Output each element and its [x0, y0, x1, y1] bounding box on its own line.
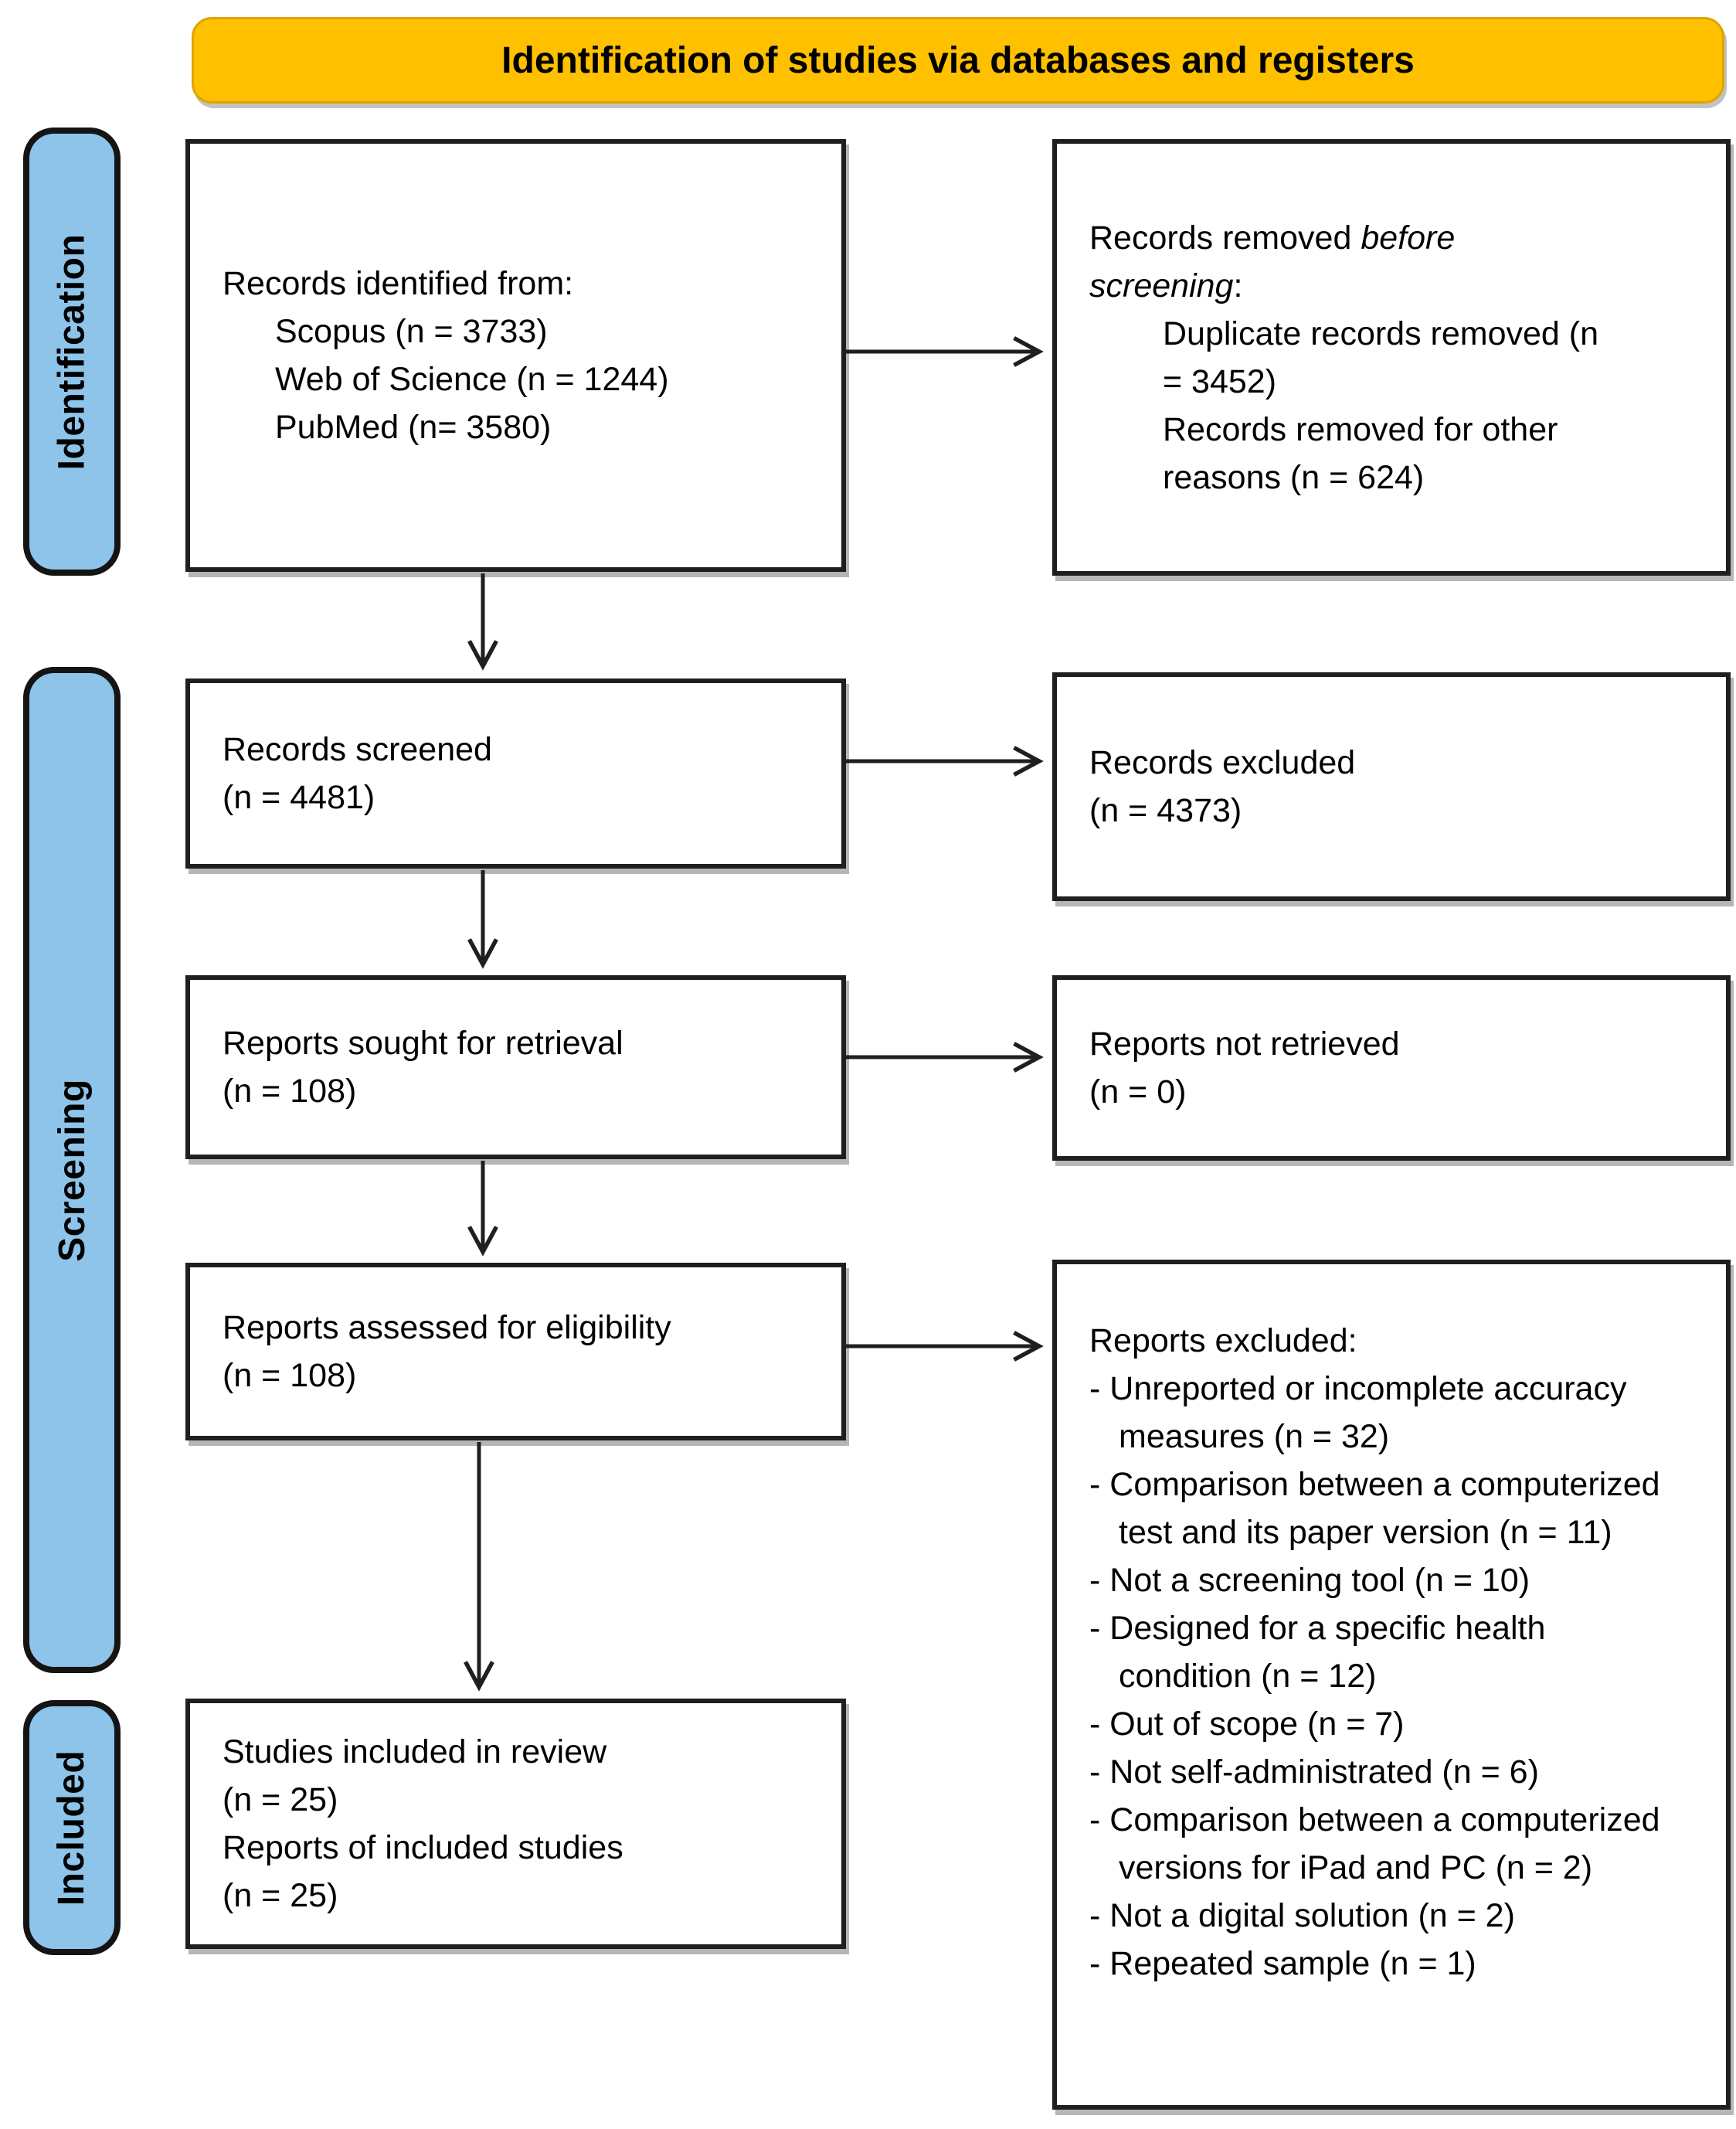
reports-not-retrieved-count: (n = 0): [1089, 1073, 1187, 1110]
box-records-identified: Records identified from: Scopus (n = 373…: [185, 139, 846, 572]
excluded-reason-item: - Comparison between a computerized test…: [1089, 1466, 1660, 1551]
stage-label-included: Included: [23, 1700, 121, 1955]
excluded-reason-item: - Not self-administrated (n = 6): [1089, 1753, 1539, 1791]
box-reports-sought: Reports sought for retrieval (n = 108): [185, 975, 846, 1159]
excluded-reason-item: - Unreported or incomplete accuracy meas…: [1089, 1370, 1627, 1455]
records-screened-count: (n = 4481): [223, 779, 375, 816]
reports-not-retrieved-line1: Reports not retrieved: [1089, 1025, 1400, 1063]
records-identified-scopus: Scopus (n = 3733): [275, 313, 548, 350]
stage-identification-text: Identification: [51, 233, 93, 470]
box-reports-assessed: Reports assessed for eligibility (n = 10…: [185, 1263, 846, 1440]
stage-included-text: Included: [51, 1750, 93, 1906]
records-removed-title-prefix: Records removed: [1089, 219, 1361, 257]
box-reports-not-retrieved: Reports not retrieved (n = 0): [1052, 975, 1731, 1161]
records-identified-wos: Web of Science (n = 1244): [275, 361, 669, 398]
records-identified-title: Records identified from:: [223, 265, 574, 302]
records-screened-line1: Records screened: [223, 731, 492, 768]
box-records-excluded: Records excluded (n = 4373): [1052, 672, 1731, 901]
reports-assessed-line1: Reports assessed for eligibility: [223, 1309, 671, 1346]
records-removed-title-suffix: :: [1233, 267, 1243, 304]
stage-label-screening: Screening: [23, 667, 121, 1673]
stage-screening-text: Screening: [51, 1078, 93, 1262]
records-removed-title: Records removed before screening:: [1089, 214, 1588, 310]
box-records-removed-before-screening: Records removed before screening: Duplic…: [1052, 139, 1731, 576]
records-excluded-count: (n = 4373): [1089, 792, 1242, 829]
studies-included-line1: Studies included in review: [223, 1733, 607, 1770]
reports-sought-count: (n = 108): [223, 1073, 357, 1110]
reports-included-line: Reports of included studies: [223, 1829, 623, 1866]
records-identified-pubmed: PubMed (n= 3580): [275, 409, 552, 446]
reports-sought-line1: Reports sought for retrieval: [223, 1025, 623, 1062]
removed-other-reasons-item: Records removed for other reasons (n = 6…: [1163, 410, 1558, 496]
reports-excluded-title: Reports excluded:: [1089, 1322, 1357, 1359]
box-reports-excluded-reasons: Reports excluded: - Unreported or incomp…: [1052, 1260, 1731, 2110]
box-studies-included: Studies included in review (n = 25) Repo…: [185, 1699, 846, 1949]
records-excluded-line1: Records excluded: [1089, 744, 1356, 781]
reports-included-count: (n = 25): [223, 1877, 338, 1914]
excluded-reason-item: - Comparison between a computerized vers…: [1089, 1801, 1660, 1886]
stage-label-identification: Identification: [23, 128, 121, 576]
excluded-reason-item: - Designed for a specific health conditi…: [1089, 1610, 1546, 1695]
excluded-reason-item: - Not a screening tool (n = 10): [1089, 1562, 1530, 1599]
excluded-reason-item: - Not a digital solution (n = 2): [1089, 1897, 1515, 1934]
records-removed-title-italic: before screening: [1089, 219, 1456, 304]
studies-included-count: (n = 25): [223, 1781, 338, 1818]
excluded-reason-item: - Repeated sample (n = 1): [1089, 1945, 1476, 1982]
excluded-reason-item: - Out of scope (n = 7): [1089, 1706, 1405, 1743]
duplicates-removed-item: Duplicate records removed (n = 3452): [1163, 315, 1599, 400]
box-records-screened: Records screened (n = 4481): [185, 678, 846, 869]
banner-identification-via-databases: Identification of studies via databases …: [192, 17, 1724, 104]
reports-assessed-count: (n = 108): [223, 1357, 357, 1394]
banner-title: Identification of studies via databases …: [501, 39, 1415, 81]
